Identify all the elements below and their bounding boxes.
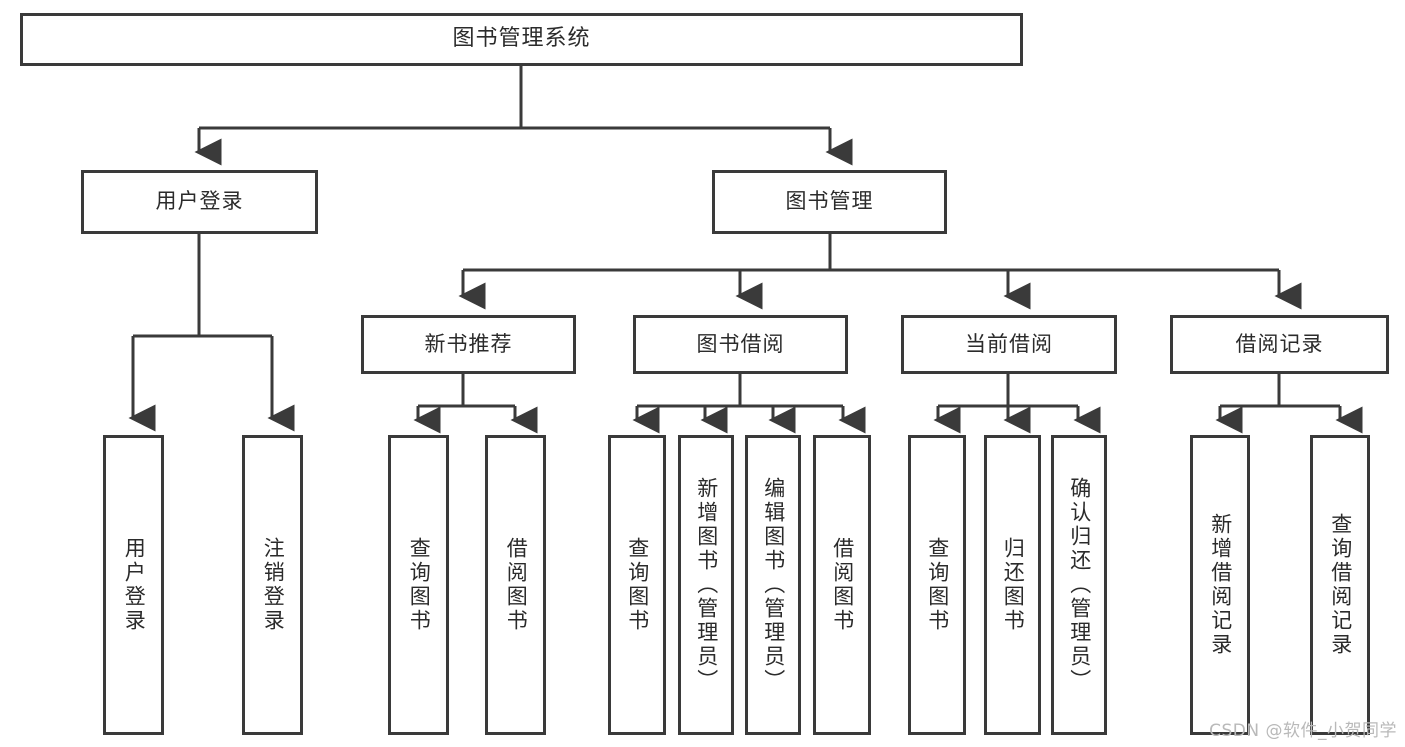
leaf-edit-book-admin[interactable]: 编辑图书（管理员）: [745, 435, 801, 735]
leaf-query-borrow-record-label: 查询借阅记录: [1328, 513, 1353, 657]
leaf-add-borrow-record-label: 新增借阅记录: [1208, 513, 1233, 657]
leaf-query-borrow-record[interactable]: 查询借阅记录: [1310, 435, 1370, 735]
node-book-management-label: 图书管理: [785, 189, 874, 214]
node-new-book-recommendation-label: 新书推荐: [424, 331, 513, 356]
node-user-login-label: 用户登录: [155, 189, 244, 214]
leaf-user-login-label: 用户登录: [122, 537, 147, 633]
node-root-label: 图书管理系统: [452, 26, 591, 52]
leaf-confirm-return-admin[interactable]: 确认归还（管理员）: [1051, 435, 1107, 735]
leaf-query-books-new-label: 查询图书: [407, 537, 432, 633]
leaf-user-login[interactable]: 用户登录: [103, 435, 164, 735]
leaf-query-books-borrow[interactable]: 查询图书: [608, 435, 666, 735]
node-new-book-recommendation[interactable]: 新书推荐: [361, 315, 576, 374]
leaf-return-books-label: 归还图书: [1001, 537, 1026, 633]
leaf-add-book-admin-label: 新增图书（管理员）: [694, 477, 719, 693]
leaf-query-books-current-label: 查询图书: [925, 537, 950, 633]
leaf-borrow-books-borrow-label: 借阅图书: [830, 537, 855, 633]
leaf-confirm-return-admin-label: 确认归还（管理员）: [1067, 477, 1092, 693]
leaf-query-books-new[interactable]: 查询图书: [388, 435, 449, 735]
node-borrowing-records[interactable]: 借阅记录: [1170, 315, 1389, 374]
node-book-management[interactable]: 图书管理: [712, 170, 947, 234]
leaf-borrow-books-new-label: 借阅图书: [504, 537, 529, 633]
node-root[interactable]: 图书管理系统: [20, 13, 1023, 66]
node-borrowing-records-label: 借阅记录: [1235, 331, 1324, 356]
leaf-logout[interactable]: 注销登录: [242, 435, 303, 735]
leaf-return-books[interactable]: 归还图书: [984, 435, 1041, 735]
node-book-borrowing-label: 图书借阅: [696, 331, 785, 356]
watermark: CSDN @软件_小贺同学: [1209, 721, 1397, 741]
node-book-borrowing[interactable]: 图书借阅: [633, 315, 848, 374]
leaf-borrow-books-new[interactable]: 借阅图书: [485, 435, 546, 735]
leaf-add-borrow-record[interactable]: 新增借阅记录: [1190, 435, 1250, 735]
node-user-login[interactable]: 用户登录: [81, 170, 318, 234]
node-current-borrowing[interactable]: 当前借阅: [901, 315, 1117, 374]
node-current-borrowing-label: 当前借阅: [965, 331, 1053, 356]
leaf-logout-label: 注销登录: [261, 537, 286, 633]
leaf-borrow-books-borrow[interactable]: 借阅图书: [813, 435, 871, 735]
leaf-add-book-admin[interactable]: 新增图书（管理员）: [678, 435, 734, 735]
leaf-query-books-borrow-label: 查询图书: [625, 537, 650, 633]
leaf-query-books-current[interactable]: 查询图书: [908, 435, 966, 735]
leaf-edit-book-admin-label: 编辑图书（管理员）: [761, 477, 786, 693]
